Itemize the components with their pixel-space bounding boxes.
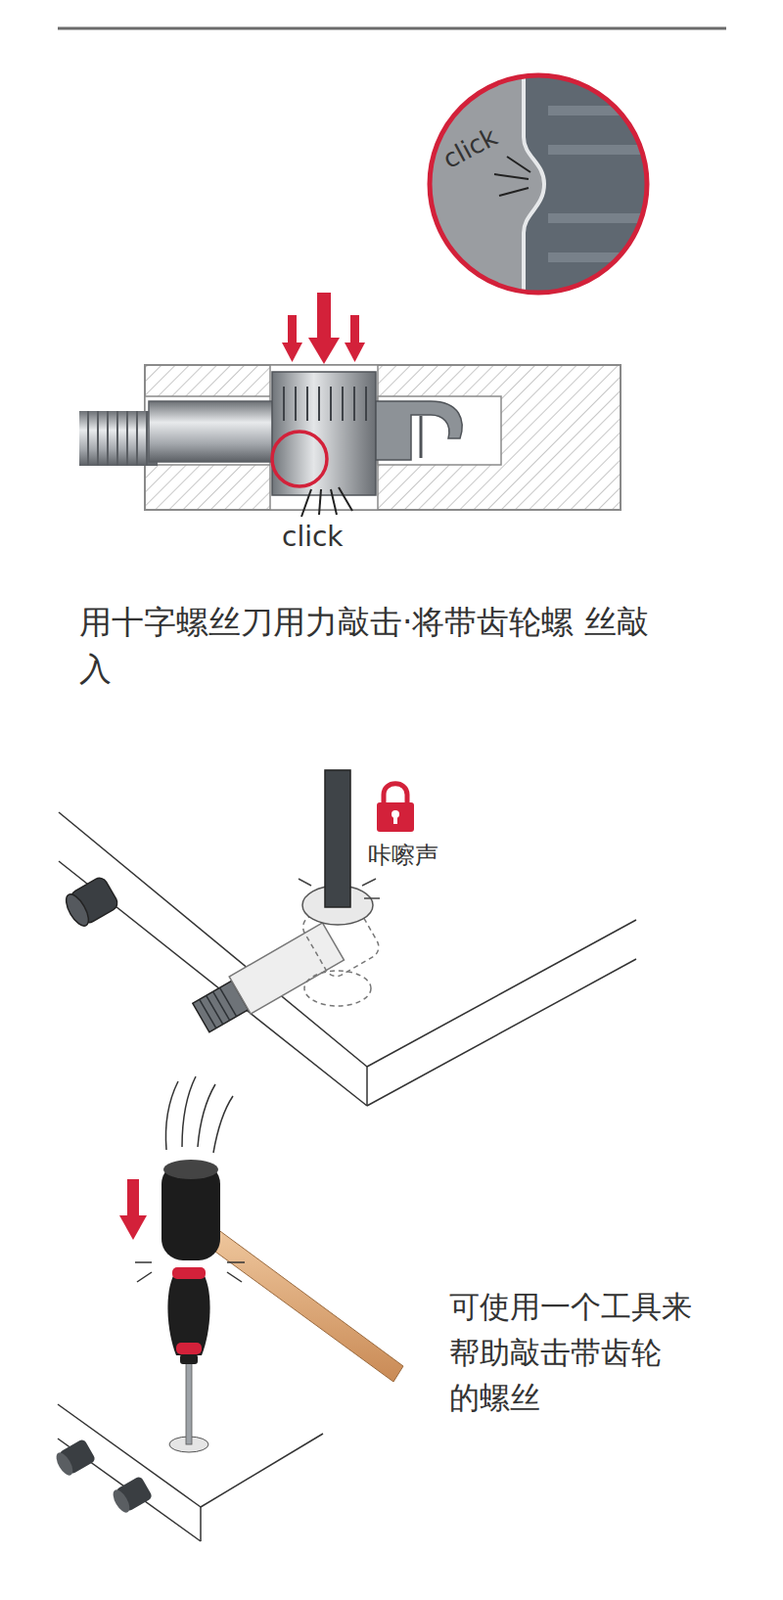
- instruction-caption: 用十字螺丝刀用力敲击·将带齿轮螺 丝敲入: [79, 598, 674, 693]
- zoom-ring: [429, 75, 647, 293]
- hammer-scene: [52, 1076, 404, 1542]
- lock-icon: [376, 783, 415, 832]
- zoom-detail: [420, 58, 666, 314]
- cross-section: [79, 292, 621, 517]
- sound-label: 咔嚓声: [368, 841, 439, 871]
- tool-note: 可使用一个工具来 帮助敲击带齿轮 的螺丝: [449, 1284, 695, 1422]
- sound-label: click: [281, 520, 344, 554]
- board-screwdriver: [58, 770, 637, 1106]
- top-rule: [57, 27, 727, 31]
